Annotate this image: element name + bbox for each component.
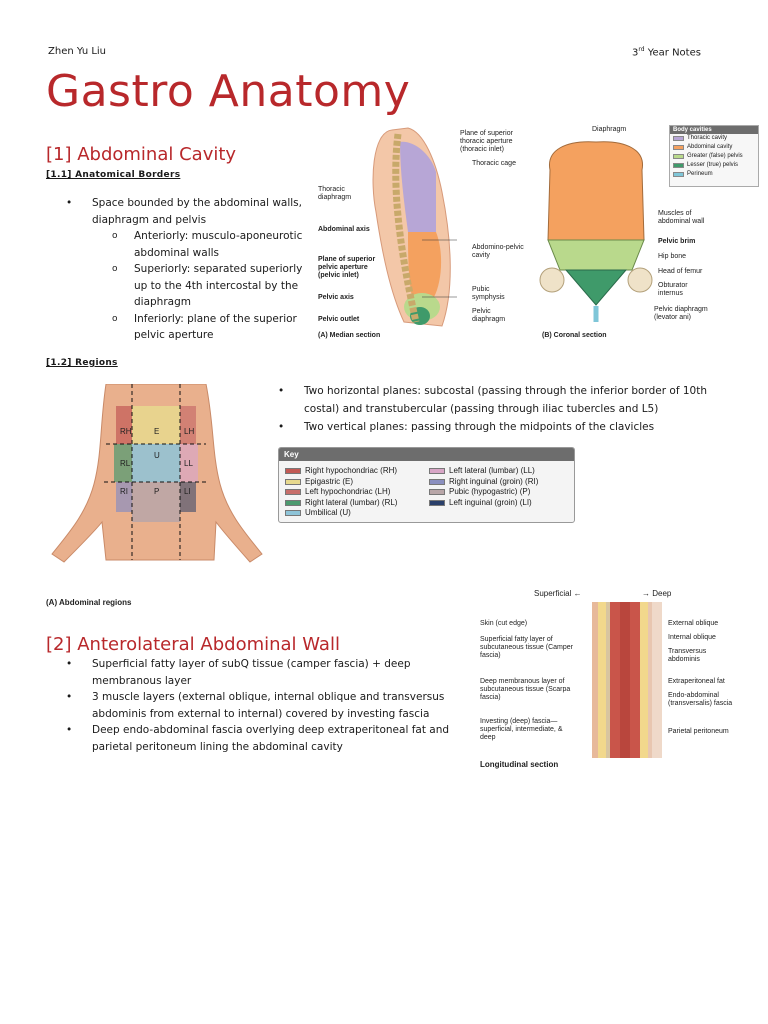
label-abdomino-pelvic: Abdomino-pelvic cavity: [472, 244, 524, 259]
list-item: Superiorly: separated superiorly up to t…: [112, 261, 310, 311]
coronal-section-illustration: [539, 141, 653, 322]
abdominal-wall-layers-figure: Superficial ← → Deep Skin (cut edge) Sup…: [478, 588, 760, 772]
label-obturator: Obturator internus: [658, 282, 688, 297]
key-item: Right lateral (lumbar) (RL): [285, 498, 397, 509]
regions-list: Two horizontal planes: subcostal (passin…: [278, 382, 718, 436]
label-pelvic-outlet: Pelvic outlet: [318, 316, 360, 323]
list-item: Inferiorly: plane of the superior pelvic…: [112, 311, 310, 344]
regions-key: Key Right hypochondriac (RH) Epigastric …: [278, 447, 575, 523]
key-item: Left lateral (lumbar) (LL): [429, 466, 538, 477]
key-item: Right hypochondriac (RH): [285, 466, 397, 477]
label-external-oblique: External oblique: [668, 620, 719, 627]
list-item: Deep endo-abdominal fascia overlying dee…: [66, 722, 462, 755]
legend-item: Greater (false) pelvis: [670, 152, 758, 161]
key-column-2: Left lateral (lumbar) (LL) Right inguina…: [429, 466, 538, 508]
label-thoracic-diaphragm: Thoracic diaphragm: [318, 186, 352, 201]
label-pelvic-brim: Pelvic brim: [658, 238, 696, 245]
legend-item: Thoracic cavity: [670, 134, 758, 143]
key-item: Left hypochondriac (LH): [285, 487, 397, 498]
list-item: Two horizontal planes: subcostal (passin…: [278, 382, 718, 418]
legend-item: Lesser (true) pelvis: [670, 161, 758, 170]
key-item: Left inguinal (groin) (LI): [429, 498, 538, 509]
label-plane-superior-pelvic: Plane of superior pelvic aperture (pelvi…: [318, 256, 376, 279]
key-item: Epigastric (E): [285, 477, 397, 488]
median-section-illustration: [372, 127, 457, 327]
label-abdominal-axis: Abdominal axis: [318, 226, 370, 233]
label-hip-bone: Hip bone: [658, 253, 687, 260]
body-cavities-legend: Body cavities Thoracic cavity Abdominal …: [669, 125, 759, 187]
wall-layers-illustration: [592, 602, 662, 758]
median-section-figure: Plane of superior thoracic aperture (tho…: [312, 122, 532, 352]
label-thoracic-cage: Thoracic cage: [472, 160, 516, 167]
label-diaphragm: Diaphragm: [592, 126, 627, 133]
section-heading-abdominal-cavity: [1] Abdominal Cavity: [46, 144, 237, 165]
label-plane-superior-thoracic: Plane of superior thoracic aperture (tho…: [460, 130, 513, 153]
key-item: Pubic (hypogastric) (P): [429, 487, 538, 498]
region-label: RI: [120, 487, 128, 496]
figure-caption-median: (A) Median section: [318, 332, 381, 339]
region-label: U: [154, 451, 160, 460]
figure-caption-regions: (A) Abdominal regions: [46, 598, 132, 607]
key-item: Umbilical (U): [285, 508, 397, 519]
label-camper-fascia: Superficial fatty layer of subcutaneous …: [480, 636, 573, 659]
list-item: Superficial fatty layer of subQ tissue (…: [66, 656, 462, 689]
anatomical-borders-list: Space bounded by the abdominal walls, di…: [66, 195, 310, 344]
region-label: E: [154, 427, 160, 436]
abdominal-regions-illustration: [51, 383, 263, 563]
section-heading-anterolateral-wall: [2] Anterolateral Abdominal Wall: [46, 634, 340, 655]
label-pelvic-diaphragm: Pelvic diaphragm: [472, 308, 506, 323]
label-investing-fascia: Investing (deep) fascia—superficial, int…: [480, 718, 563, 741]
label-pubic-symphysis: Pubic symphysis: [472, 286, 505, 301]
list-item: Anteriorly: musculo-aponeurotic abdomina…: [112, 228, 310, 261]
region-label: RH: [120, 427, 132, 436]
author-name: Zhen Yu Liu: [48, 46, 107, 57]
label-deep: → Deep: [642, 589, 672, 598]
legend-item: Abdominal cavity: [670, 143, 758, 152]
list-item: Two vertical planes: passing through the…: [278, 418, 718, 436]
figure-caption-longitudinal: Longitudinal section: [480, 760, 559, 769]
list-item: 3 muscle layers (external oblique, inter…: [66, 689, 462, 722]
coronal-section-figure: Diaphragm Muscles of abdominal wall Pelv…: [536, 122, 758, 352]
region-label: LL: [184, 459, 193, 468]
label-pelvic-diaphragm-levator: Pelvic diaphragm (levator ani): [654, 306, 708, 321]
year-notes: 3rd Year Notes: [632, 46, 701, 59]
anterolateral-wall-list: Superficial fatty layer of subQ tissue (…: [66, 656, 462, 755]
key-item: Right inguinal (groin) (RI): [429, 477, 538, 488]
label-internal-oblique: Internal oblique: [668, 634, 716, 641]
label-parietal-peritoneum: Parietal peritoneum: [668, 728, 729, 735]
key-title: Key: [279, 448, 574, 461]
label-pelvic-axis: Pelvic axis: [318, 294, 354, 301]
list-item: Space bounded by the abdominal walls, di…: [66, 195, 310, 228]
label-head-femur: Head of femur: [658, 268, 703, 275]
label-muscles-wall: Muscles of abdominal wall: [658, 210, 705, 225]
label-transversus-abdominis: Transversus abdominis: [668, 648, 707, 663]
label-endo-abdominal-fascia: Endo-abdominal (transversalis) fascia: [668, 692, 733, 707]
legend-item: Perineum: [670, 170, 758, 179]
region-label: LI: [184, 487, 191, 496]
page-title: Gastro Anatomy: [46, 66, 411, 117]
label-superficial: Superficial ←: [534, 589, 582, 598]
label-scarpa-fascia: Deep membranous layer of subcutaneous ti…: [480, 678, 571, 701]
label-skin-cut-edge: Skin (cut edge): [480, 620, 528, 627]
label-extraperitoneal-fat: Extraperitoneal fat: [668, 678, 725, 685]
figure-caption-coronal: (B) Coronal section: [542, 332, 607, 339]
region-label: LH: [184, 427, 195, 436]
abdominal-regions-figure: RH E LH RL U LL RI P LI (A) Abdominal re…: [46, 383, 268, 614]
subheading-anatomical-borders: [1.1] Anatomical Borders: [46, 170, 181, 180]
subheading-regions: [1.2] Regions: [46, 358, 118, 368]
region-label: RL: [120, 459, 131, 468]
region-label: P: [154, 487, 160, 496]
legend-title: Body cavities: [670, 126, 758, 134]
key-column-1: Right hypochondriac (RH) Epigastric (E) …: [285, 466, 397, 519]
